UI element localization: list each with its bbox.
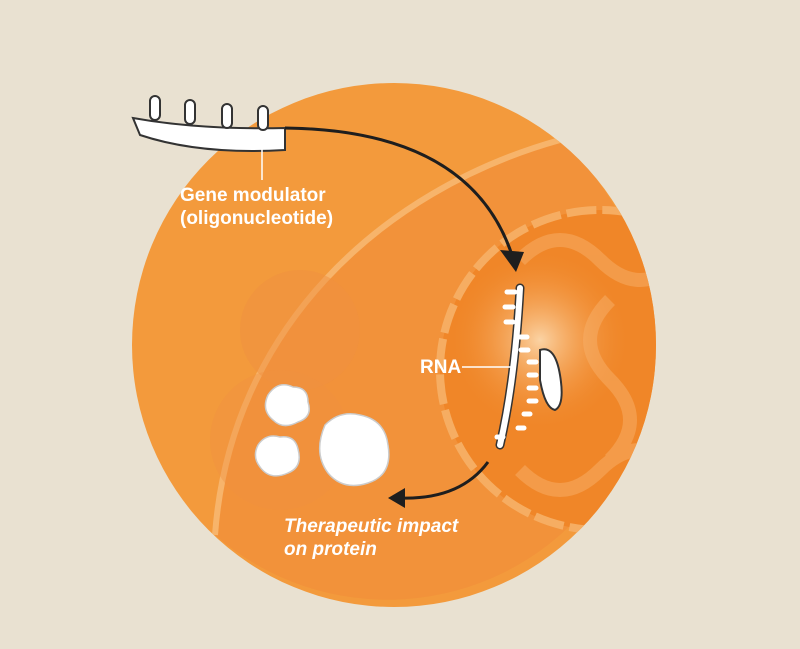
arrow-to-protein xyxy=(399,461,490,500)
arrow-to-rna xyxy=(284,126,514,256)
arrowhead-icon xyxy=(500,250,524,272)
therapeutic-impact-label: Therapeutic impact on protein xyxy=(284,515,458,561)
gene-modulator-label-line1: Gene modulator xyxy=(180,185,326,206)
rna-label: RNA xyxy=(420,357,462,378)
gene-modulator-icon xyxy=(131,95,286,180)
gene-modulator-label: Gene modulator (oligonucleotide) xyxy=(180,184,333,230)
impact-label-line1: Therapeutic impact xyxy=(284,516,459,537)
gene-modulator-label-line2: (oligonucleotide) xyxy=(180,208,334,229)
protein-icon xyxy=(254,384,390,487)
rna-icon xyxy=(462,283,563,450)
arrowhead-icon xyxy=(388,488,405,508)
impact-label-line2: on protein xyxy=(284,539,377,560)
